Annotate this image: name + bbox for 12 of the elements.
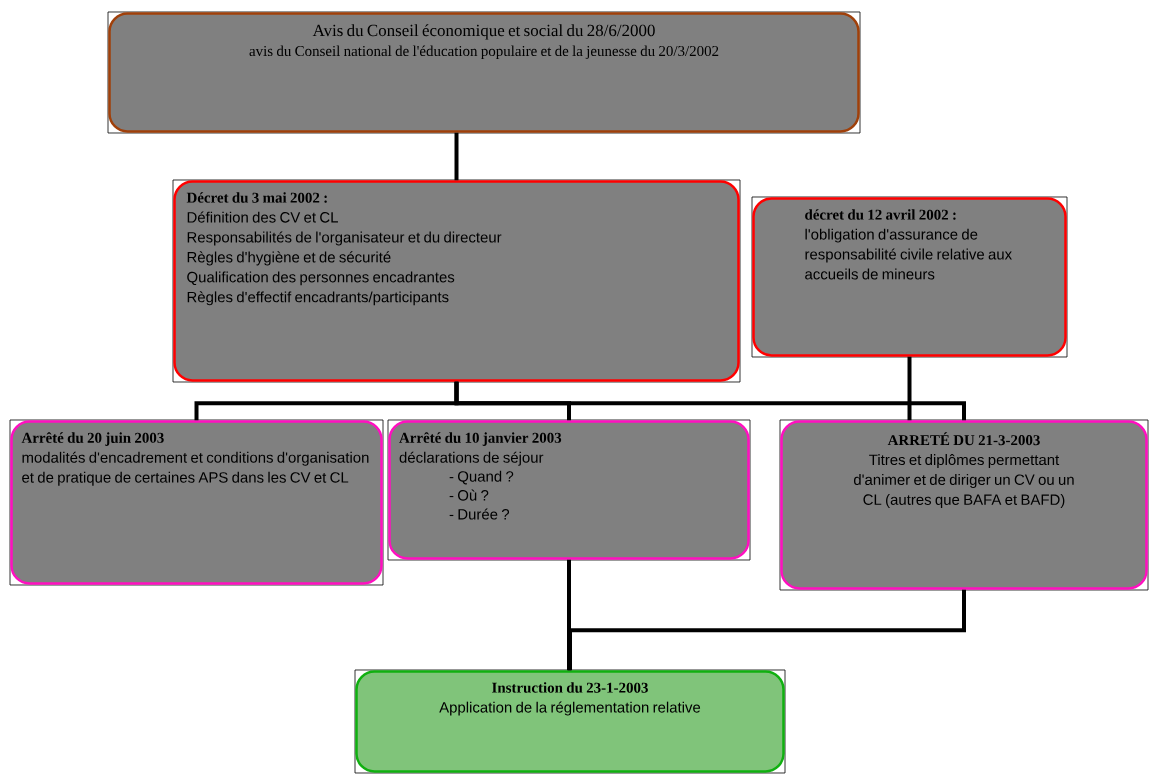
text-box: Avis du Conseil économique et social du 28/6/2000 avis du Conseil national de l'éducation populaire et de la jeunesse du 20/3/2002 <box>107 11 861 134</box>
text-box: Arrêté du 10 janvier 2003 déclarations de séjour - Quand ? - Où ? - Durée ? <box>387 419 751 561</box>
text-box: Instruction du 23-1-2003 Application de la réglementation relative <box>354 669 786 774</box>
connector-line <box>907 356 912 421</box>
connector-line <box>454 381 966 421</box>
text-box: ARRETÉ DU 21-3-2003 Titres et diplômes permettant d'animer et de diriger un CV ou un CL (autres que BAFA et BAFD) <box>779 419 1149 591</box>
text-box: Décret du 3 mai 2002 : Définition des CV et CL Responsabilités de l'organisateur et du directeur Règles d'hygiène et de sécurité Qualification des personnes encadrantes Règles d'effectif encadrants/participants <box>172 179 741 383</box>
text-box: décret du 12 avril 2002 : l'obligation d'assurance de responsabilité civile relative aux accueils de mineurs <box>751 196 1068 358</box>
connector-line <box>567 559 571 671</box>
text-box: Arrêté du 20 juin 2003 modalités d'encadrement et conditions d'organisation et de pratique de certaines APS dans les CV et CL <box>9 419 384 586</box>
connector-line <box>454 132 459 181</box>
connector-line <box>568 589 966 671</box>
